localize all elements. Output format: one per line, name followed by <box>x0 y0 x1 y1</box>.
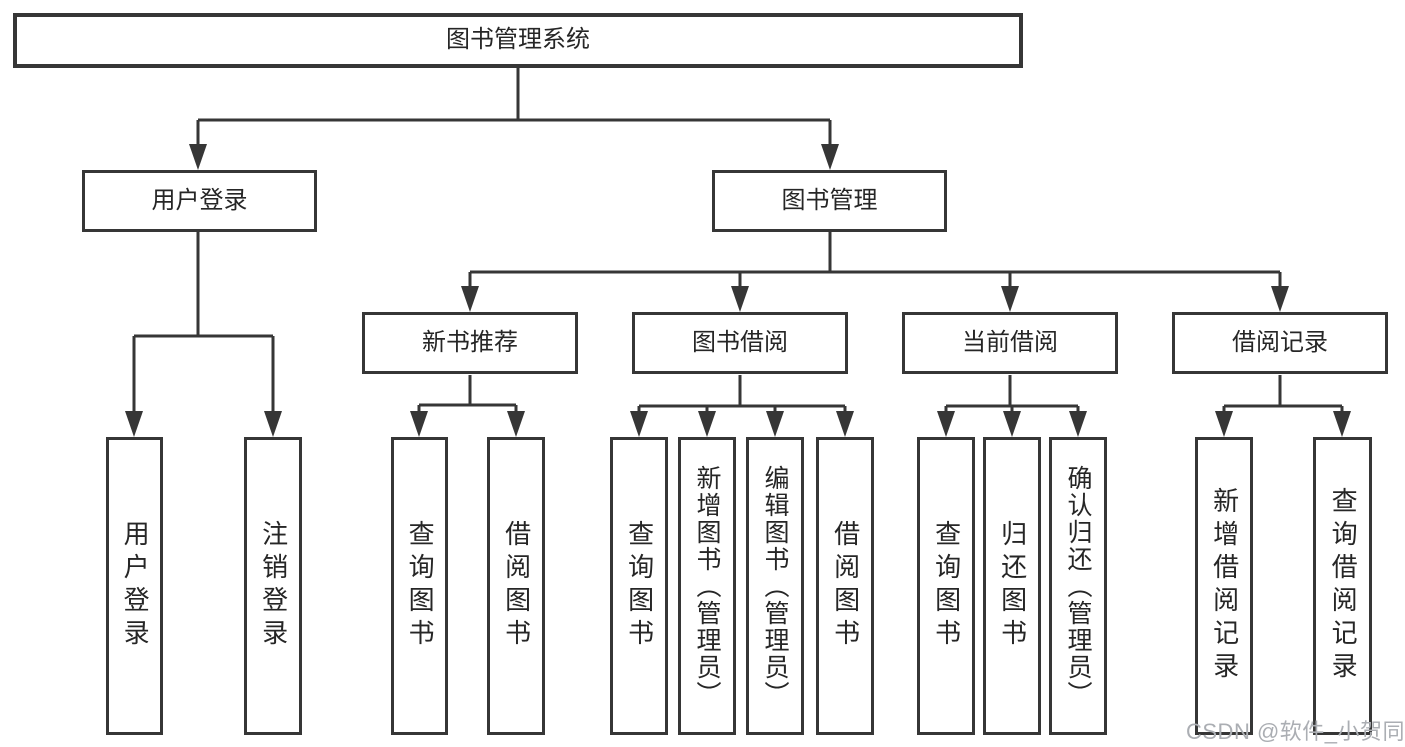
leaf-cur-confirm-return-admin: 确认归还（管理员） <box>1049 437 1107 735</box>
node-user-login: 用户登录 <box>82 170 317 232</box>
leaf-rc-add-record: 新增借阅记录 <box>1195 437 1253 735</box>
leaf-user-login: 用户登录 <box>106 437 163 735</box>
leaf-bw-borrow-book: 借阅图书 <box>816 437 874 735</box>
leaf-rec-borrow-book: 借阅图书 <box>487 437 545 735</box>
leaf-bw-query-book: 查询图书 <box>610 437 668 735</box>
node-new-book-recommend: 新书推荐 <box>362 312 578 374</box>
node-borrow-records: 借阅记录 <box>1172 312 1388 374</box>
leaf-rc-query-record: 查询借阅记录 <box>1313 437 1372 735</box>
leaf-bw-edit-book-admin: 编辑图书（管理员） <box>746 437 804 735</box>
leaf-bw-add-book-admin: 新增图书（管理员） <box>678 437 736 735</box>
node-root-system: 图书管理系统 <box>13 13 1023 68</box>
arrowheads <box>125 144 1351 437</box>
node-current-borrow: 当前借阅 <box>902 312 1118 374</box>
node-book-borrow: 图书借阅 <box>632 312 848 374</box>
leaf-rec-query-book: 查询图书 <box>391 437 448 735</box>
leaf-logout: 注销登录 <box>244 437 302 735</box>
leaf-cur-return-book: 归还图书 <box>983 437 1041 735</box>
node-book-management: 图书管理 <box>712 170 947 232</box>
leaf-cur-query-book: 查询图书 <box>917 437 975 735</box>
csdn-watermark: CSDN @软件_小贺同学 <box>1186 719 1405 744</box>
